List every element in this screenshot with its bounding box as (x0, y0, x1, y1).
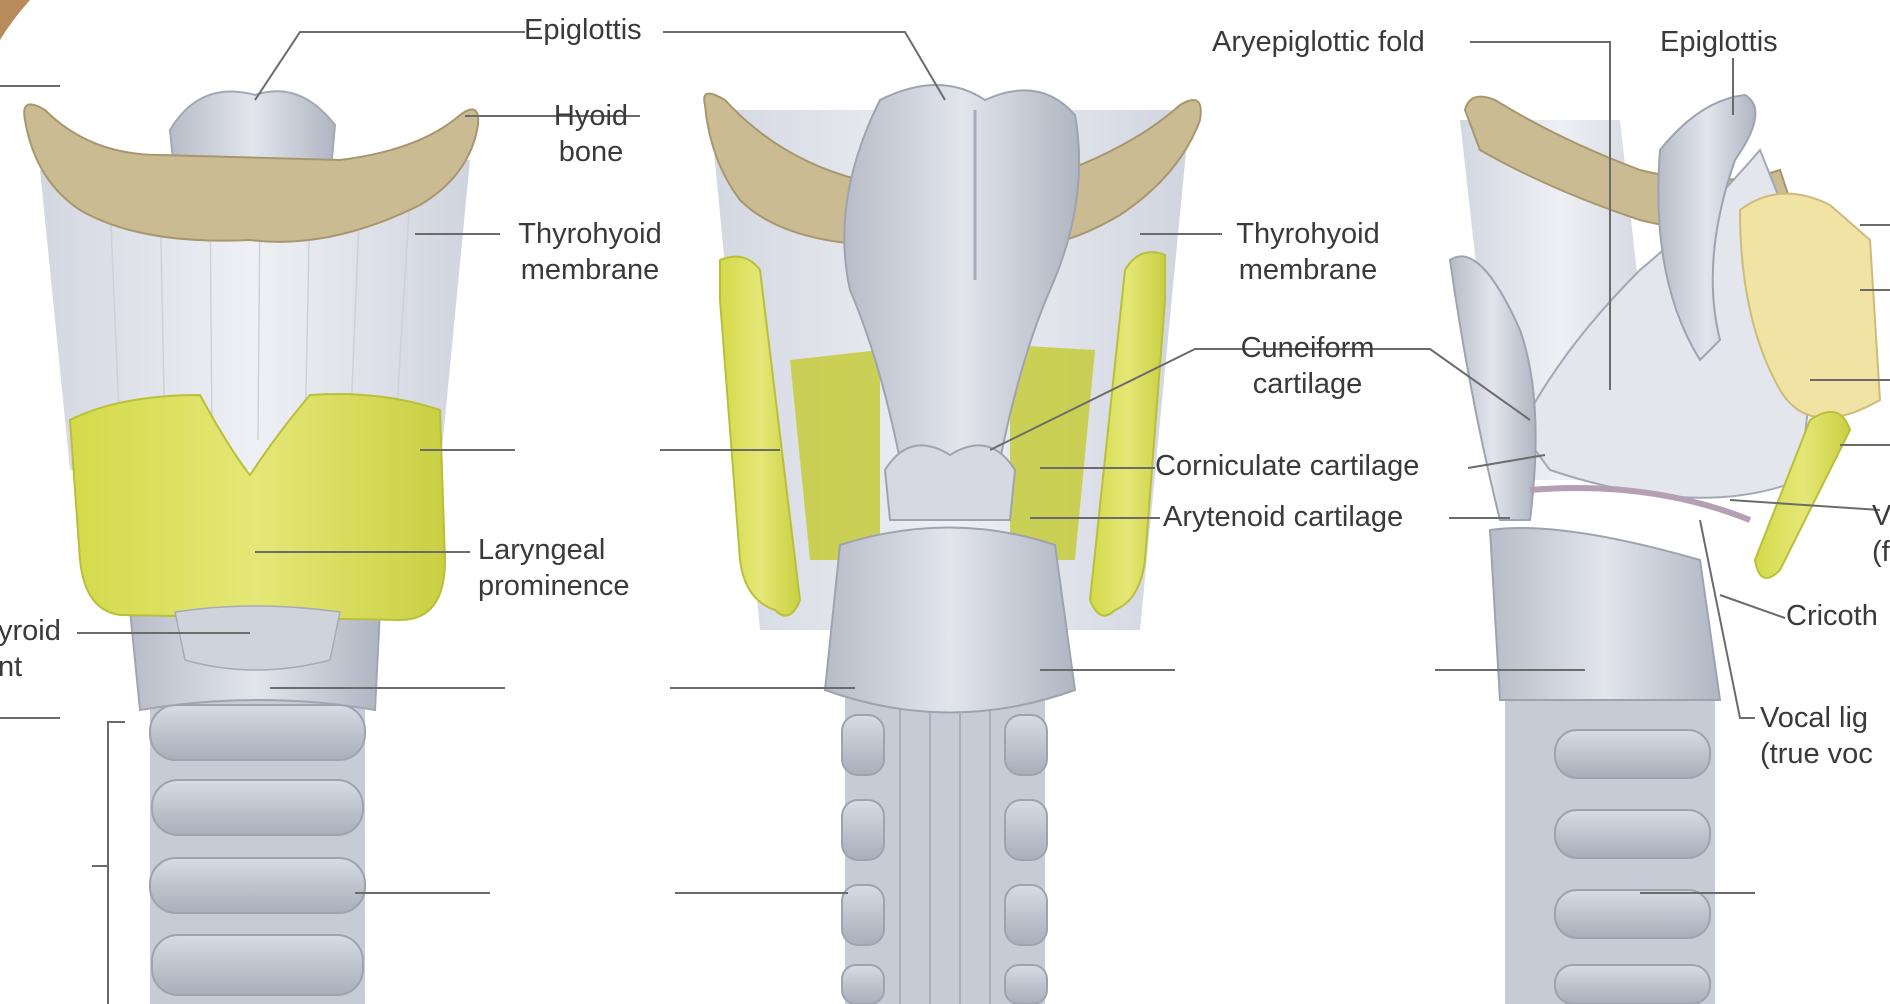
corner-fragment (0, 0, 30, 40)
thyrohyoid-membrane-left (40, 160, 470, 470)
label-laryngeal-prominence: Laryngeal prominence (478, 532, 630, 604)
label-thyrohyoid-left-line1: Thyrohyoid (518, 218, 662, 250)
thyroid-lamina-center-right (1088, 251, 1166, 617)
bracket-trachea (107, 721, 125, 1004)
label-aryepiglottic-fold: Aryepiglottic fold (1212, 26, 1425, 58)
leader-aryepiglottic (1470, 41, 1611, 390)
leader-epiglottis-left (254, 31, 525, 101)
label-cuneiform-line2: cartilage (1252, 368, 1363, 400)
leader-corniculate-right (1467, 454, 1546, 469)
leader-cuneiform-right (1395, 348, 1531, 421)
label-vestibular-line2: (f (1872, 536, 1890, 568)
epiglottis-center (843, 84, 1081, 461)
label-corniculate: Corniculate cartilage (1155, 450, 1420, 482)
label-arytenoid: Arytenoid cartilage (1163, 501, 1404, 533)
label-vocal-ligament-partial: Vocal lig (true voc (1760, 700, 1873, 772)
anterior-view (23, 90, 480, 1004)
label-thyrohyoid-center: Thyrohyoid membrane (1218, 216, 1398, 288)
tracheal-rings-left (149, 704, 366, 996)
label-vestibular-partial: V (f (1872, 498, 1890, 570)
leader-lines (77, 31, 1890, 1004)
posterior-view (703, 84, 1202, 1004)
label-vestibular-line1: V (1872, 500, 1890, 532)
cricoid-center (823, 526, 1077, 714)
label-cricothyroid-right-partial: Cricoth (1786, 600, 1878, 632)
label-cricothyroid-partial-line2: nt (0, 651, 23, 683)
epiglottis-right (1657, 93, 1757, 362)
label-vocal-line1: Vocal lig (1760, 702, 1869, 734)
leader-cuneiform (989, 348, 1395, 451)
label-vocal-line2: (true voc (1760, 738, 1873, 770)
cricoid-right (1488, 527, 1722, 701)
thyroid-lamina-center-left (719, 255, 802, 617)
tracheal-rings-right (1554, 729, 1711, 1004)
label-laryngeal-line1: Laryngeal (478, 534, 606, 566)
label-thyrohyoid-center-line1: Thyrohyoid (1236, 218, 1380, 250)
label-cricothyroid-partial-line1: yroid (0, 615, 61, 647)
label-thyrohyoid-left-line2: membrane (520, 254, 660, 286)
sagittal-view (1448, 93, 1882, 1004)
leader-vestibular (1729, 499, 1881, 511)
leader-cricothyroid-right (1719, 594, 1786, 619)
label-hyoid-line1: Hyoid (553, 100, 629, 132)
thyroid-cartilage-left (68, 393, 447, 622)
cricothyroid-ligament-left (174, 605, 341, 671)
label-cuneiform: Cuneiform cartilage (1225, 330, 1390, 402)
label-thyrohyoid-left: Thyrohyoid membrane (500, 216, 680, 288)
label-thyrohyoid-center-line2: membrane (1238, 254, 1378, 286)
label-epiglottis-right: Epiglottis (1660, 26, 1778, 58)
label-hyoid-line2: bone (558, 136, 624, 168)
arytenoid-center (883, 444, 1017, 521)
tracheal-rings-center (841, 714, 1048, 1004)
hyoid-bone-center (703, 92, 1202, 247)
hyoid-bone-left (23, 103, 480, 243)
thyroid-cartilage-right (1753, 411, 1852, 579)
leader-epiglottis-center (663, 31, 946, 101)
label-cuneiform-line1: Cuneiform (1240, 332, 1375, 364)
label-cricothyroid-partial: yroid nt (0, 613, 61, 685)
label-epiglottis-left: Epiglottis (524, 14, 642, 46)
label-laryngeal-line2: prominence (478, 570, 630, 602)
vocal-ligament-right (1529, 485, 1752, 523)
label-hyoid-bone: Hyoid bone (535, 98, 647, 170)
leader-vocal-ligament (1699, 519, 1755, 719)
